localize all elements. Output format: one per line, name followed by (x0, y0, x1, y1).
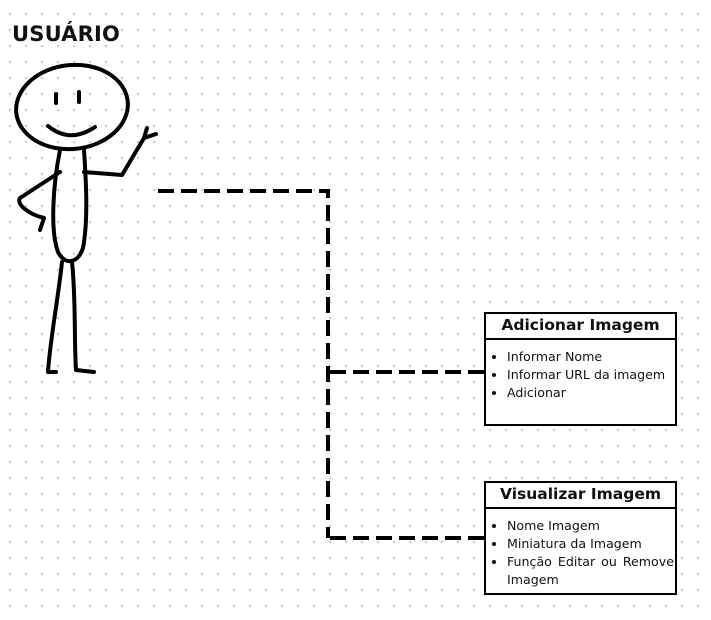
view-image-title: Visualizar Imagem (486, 483, 675, 509)
stick-figure-icon (14, 62, 158, 374)
figure-mouth (46, 124, 97, 138)
list-item: Miniatura da Imagem (507, 535, 675, 553)
figure-arm-right (82, 126, 158, 177)
connector-trunk (158, 189, 330, 538)
add-image-box: Adicionar Imagem Informar Nome Informar … (484, 312, 677, 426)
figure-body (51, 148, 89, 264)
list-item: Informar URL da imagem (507, 366, 675, 384)
list-item-text: Função Editar ou Remover (507, 554, 677, 569)
view-image-list: Nome Imagem Miniatura da Imagem Função E… (486, 509, 675, 589)
figure-leg-left (46, 260, 64, 374)
figure-head (14, 62, 130, 152)
list-item: Nome Imagem (507, 517, 675, 535)
add-image-title: Adicionar Imagem (486, 314, 675, 340)
view-image-box: Visualizar Imagem Nome Imagem Miniatura … (484, 481, 677, 595)
figure-leg-right (70, 260, 96, 374)
page-title: USUÁRIO (12, 22, 121, 46)
connector-lines (158, 189, 484, 540)
add-image-list: Informar Nome Informar URL da imagem Adi… (486, 340, 675, 402)
list-item: Informar Nome (507, 348, 675, 366)
list-item-text-continued: Imagem (507, 572, 559, 587)
list-item: Adicionar (507, 384, 675, 402)
figure-arm-left (17, 170, 62, 232)
